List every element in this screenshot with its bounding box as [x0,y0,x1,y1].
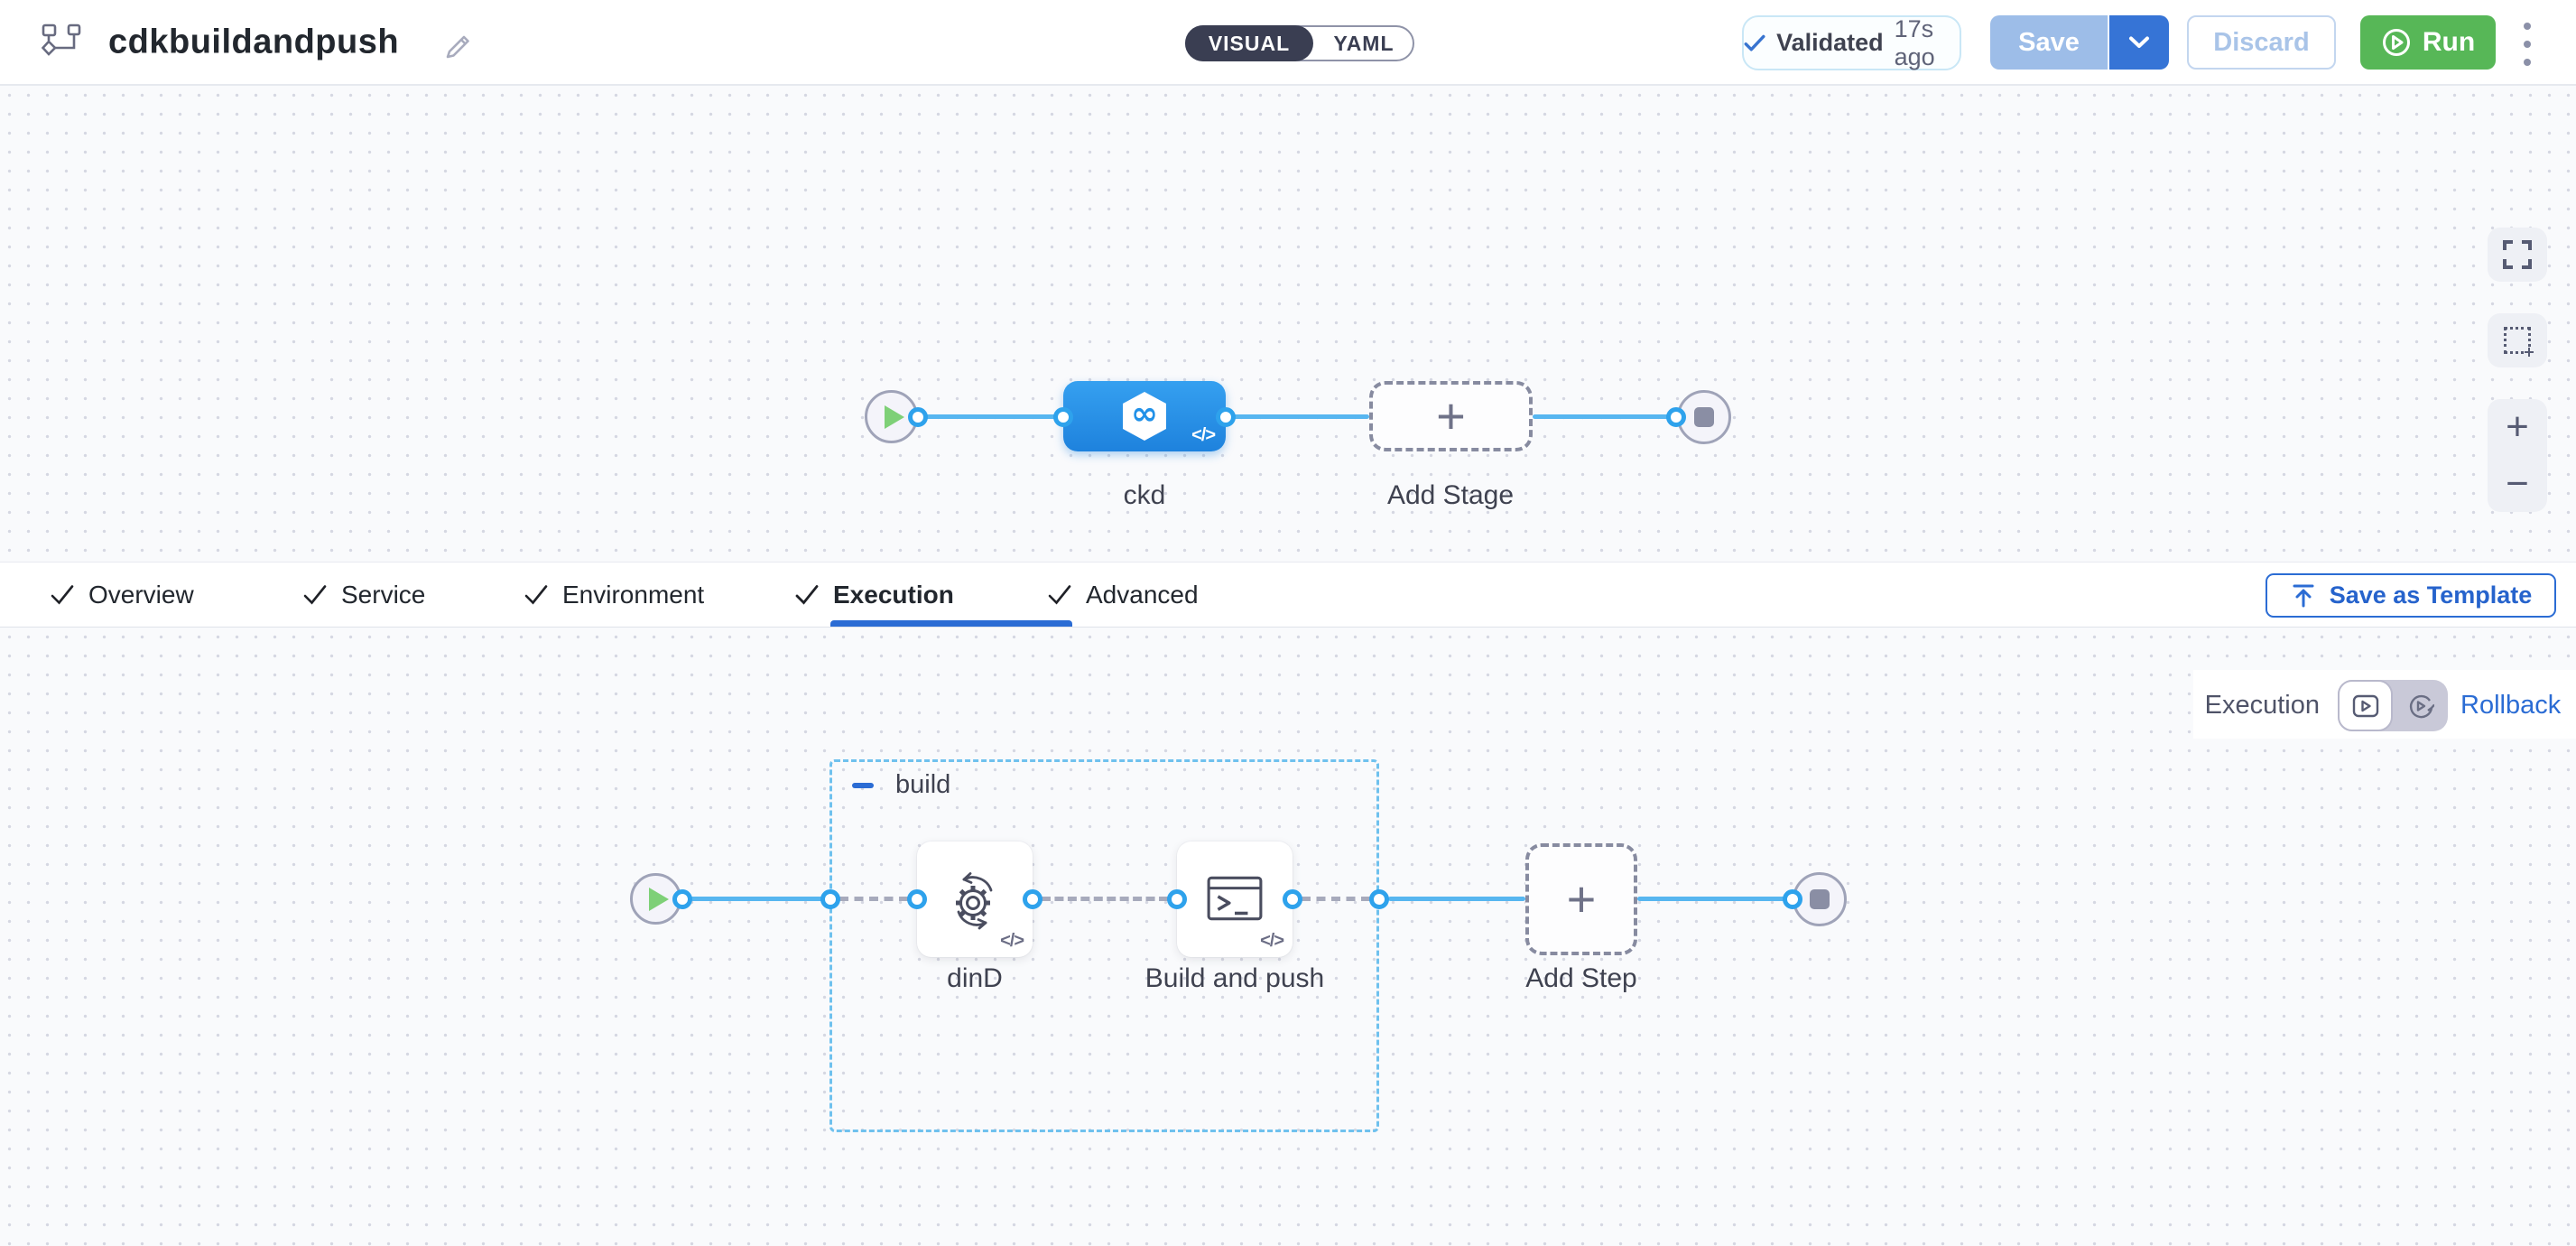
check-icon [1048,584,1071,604]
connector-port [1783,889,1802,909]
connector-port [1369,889,1389,909]
rollback-mode-button[interactable] [2393,680,2448,731]
connector-port [1167,889,1187,909]
run-play-icon [2382,29,2410,56]
fullscreen-button[interactable] [2488,228,2547,282]
yaml-toggle-button[interactable]: YAML [1333,31,1395,55]
stop-icon [1810,889,1830,909]
connector-line-dashed [839,897,908,901]
tab-environment[interactable]: Environment [524,563,704,627]
connector-line [1226,414,1369,419]
zoom-controls: + − [2488,399,2547,512]
zoom-out-button[interactable]: − [2506,460,2529,506]
save-as-template-button[interactable]: Save as Template [2266,573,2556,618]
execution-play-icon [2352,694,2378,717]
step-group-build[interactable] [829,759,1379,1132]
connector-port [1216,407,1236,427]
pipeline-title: cdkbuildandpush [108,23,400,60]
connector-port [907,889,927,909]
connector-line [1637,897,1793,901]
step-name-label: Build and push [1144,963,1325,993]
pipeline-end-node[interactable] [1677,390,1731,444]
execution-mode-label: Execution [2204,691,2320,720]
plus-icon: + [1436,387,1466,444]
add-step-button[interactable]: + [1525,843,1637,955]
docker-in-docker-icon [956,872,993,930]
stop-icon [1694,407,1714,427]
group-name-label: build [895,770,951,799]
fullscreen-icon [2503,240,2532,269]
save-options-caret[interactable] [2109,15,2169,70]
validated-time: 17s ago [1894,14,1935,70]
marquee-select-icon [2504,327,2534,357]
upload-icon [2293,584,2314,607]
connector-line-dashed [1042,897,1168,901]
check-icon [303,584,327,604]
chevron-down-icon [2129,36,2149,48]
connector-line-dashed [1302,897,1370,901]
run-button[interactable]: Run [2360,15,2496,70]
validated-badge[interactable]: Validated 17s ago [1742,15,1961,70]
step-node-dind[interactable]: </> [917,842,1033,957]
stage-node-ckd[interactable]: ∞ </> [1063,381,1226,451]
discard-button[interactable]: Discard [2187,15,2336,70]
stage-name-label: ckd [1123,480,1166,510]
zoom-in-button[interactable]: + [2506,404,2529,450]
check-icon [1744,34,1765,51]
connector-line [918,414,1063,419]
connector-port [1283,889,1302,909]
more-options-menu[interactable] [2518,23,2536,66]
execution-canvas[interactable]: Execution Rollback build [0,628,2576,1246]
code-view-icon[interactable]: </> [1000,931,1024,951]
connector-port [672,889,692,909]
play-icon [648,887,669,911]
connector-port [1023,889,1042,909]
collapse-group-icon[interactable] [852,782,874,788]
connector-port [1666,407,1686,427]
connector-line [682,897,830,901]
add-stage-button[interactable]: + [1369,381,1533,451]
run-label: Run [2422,27,2476,57]
tab-advanced[interactable]: Advanced [1047,563,1199,627]
connector-port [820,889,840,909]
connector-line [1388,897,1525,901]
terminal-icon [1207,876,1263,921]
check-icon [795,584,819,605]
validated-status: Validated [1776,29,1884,56]
edit-pencil-icon[interactable] [442,26,475,63]
rollback-link[interactable]: Rollback [2460,691,2562,720]
group-header: build [852,770,950,800]
tab-execution[interactable]: Execution [794,563,954,627]
visual-yaml-toggle: YAML VISUAL [1185,25,1414,61]
execution-rollback-toggle [2338,680,2448,731]
visual-toggle-button[interactable]: VISUAL [1185,25,1313,61]
stage-tabbar: Overview Service Environment Execution A… [0,562,2576,628]
plus-icon: + [1566,870,1597,927]
ci-stage-icon: ∞ [1120,390,1169,442]
pipeline-icon [41,23,83,64]
tab-overview[interactable]: Overview [50,563,194,627]
add-step-label: Add Step [1525,963,1637,993]
pipeline-header: cdkbuildandpush YAML VISUAL Validated 17… [0,0,2576,86]
rollback-icon [2409,694,2434,718]
connector-port [1053,407,1073,427]
connector-line [1533,414,1676,419]
select-region-button[interactable] [2488,313,2547,367]
step-node-build-and-push[interactable]: </> [1177,842,1293,957]
tab-service[interactable]: Service [302,563,425,627]
check-icon [524,584,548,604]
step-name-label: dinD [947,963,1003,993]
add-stage-label: Add Stage [1386,480,1515,510]
connector-port [908,407,928,427]
code-view-icon[interactable]: </> [1260,931,1284,951]
check-icon [51,584,74,604]
play-icon [884,404,904,429]
save-button[interactable]: Save [1990,15,2109,70]
stage-canvas[interactable]: ∞ </> + ckd Add Stage + − [0,86,2576,562]
save-split-button: Save [1990,15,2169,70]
active-tab-underline [830,620,1072,627]
code-view-icon[interactable]: </> [1191,425,1216,445]
pipeline-start-node[interactable] [865,390,918,443]
execution-mode-button[interactable] [2338,680,2393,731]
